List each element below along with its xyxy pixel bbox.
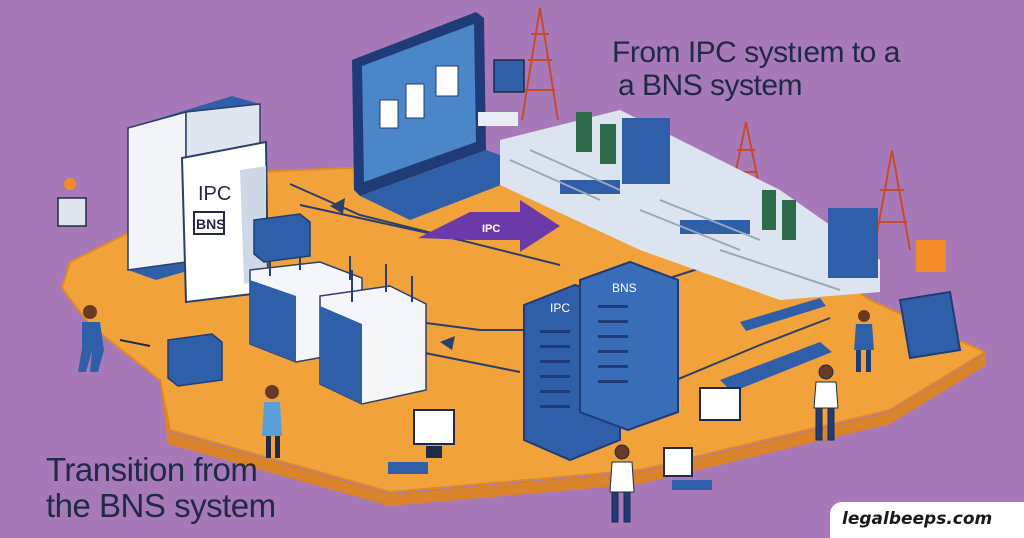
watermark-badge: legalbeeps.com <box>830 502 1024 538</box>
person-bottom <box>609 444 635 523</box>
blue-stripes <box>720 298 832 392</box>
engine-unit <box>898 290 962 360</box>
small-monitor <box>478 59 525 126</box>
laptop <box>352 12 540 220</box>
person-far-right <box>854 310 874 372</box>
industrial-machinery <box>500 110 946 300</box>
headline-top: From IPC systıem to a a BNS system <box>612 36 900 102</box>
cabinet-label-box <box>193 211 225 235</box>
headline-bottom-line1: Transition from <box>46 451 258 488</box>
headline-top-line2: a BNS system <box>618 69 803 102</box>
tower-left-label: IPC <box>550 301 570 315</box>
headline-top-line1: From IPC systıem to a <box>612 36 900 69</box>
person-right <box>813 364 839 441</box>
watermark-text: legalbeeps.com <box>842 509 993 529</box>
double-arrow <box>119 339 151 347</box>
cabinet-label-bottom: BNS <box>196 216 226 232</box>
desk-monitors <box>388 387 741 490</box>
headline-bottom: Transition from the BNS system <box>46 452 276 524</box>
arrow-sign-label: IPC <box>482 223 500 235</box>
people <box>78 305 874 523</box>
flow-arrows <box>330 198 455 350</box>
ipc-bns-cabinet: IPC BNS <box>127 96 270 304</box>
small-devices <box>167 213 311 387</box>
arrow-sign: IPC <box>418 200 560 252</box>
wall-device <box>57 178 87 227</box>
server-towers: IPC BNS <box>523 260 679 462</box>
person-left <box>78 305 104 372</box>
headline-bottom-line2: the BNS system <box>46 487 276 524</box>
routers <box>249 244 427 405</box>
tower-right-label: BNS <box>612 281 637 295</box>
person-center <box>262 385 282 458</box>
radio-masts <box>521 7 911 251</box>
cabinet-label-top: IPC <box>198 183 231 205</box>
